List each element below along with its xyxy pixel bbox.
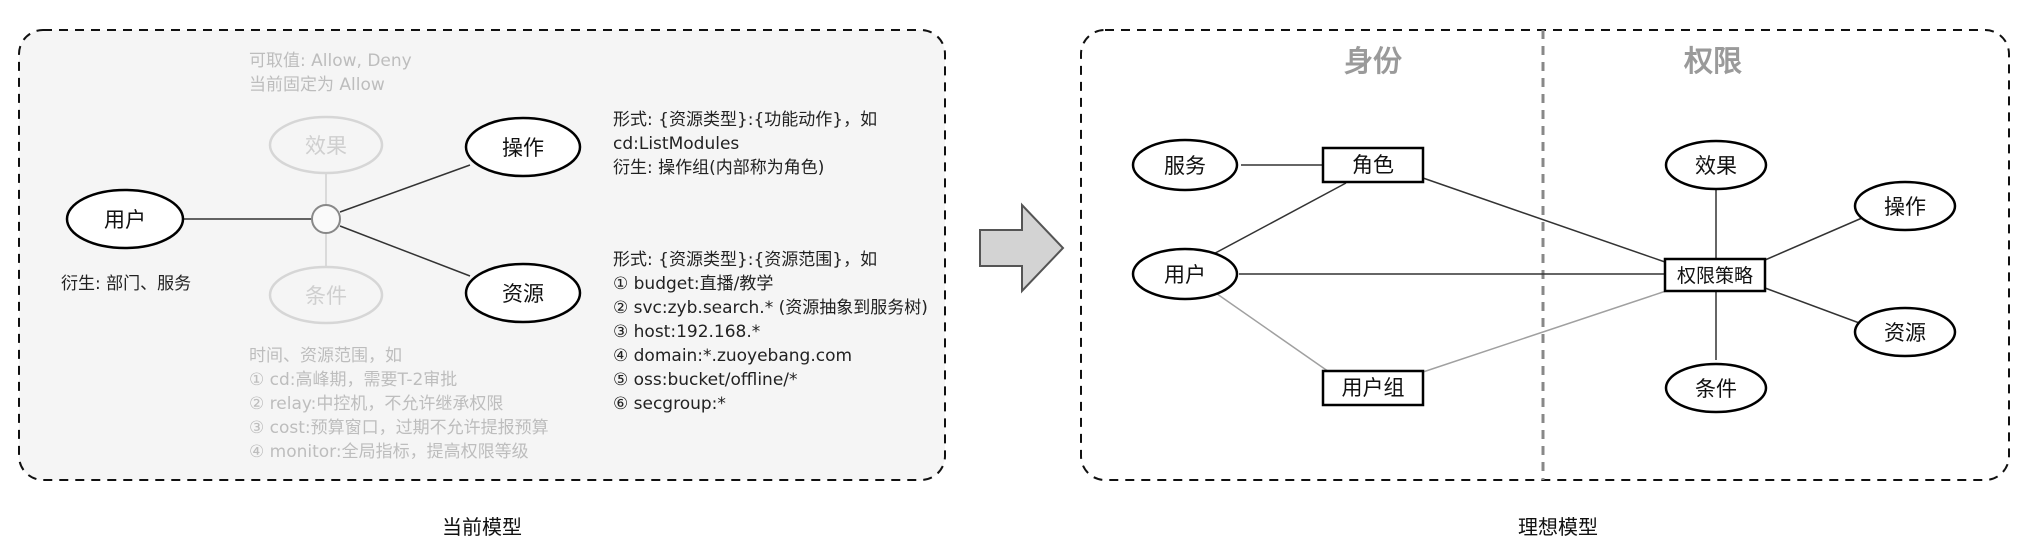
current-model-caption: 当前模型 (442, 515, 522, 539)
edge-usergroup-policy (1422, 289, 1670, 373)
ideal-model-edges (1205, 164, 1863, 360)
ideal-role-label: 角色 (1352, 153, 1394, 177)
ideal-service-label: 服务 (1164, 154, 1206, 178)
edge-policy-resource (1764, 287, 1863, 325)
ideal-service-node: 服务 (1131, 138, 1239, 192)
edge-user-usergroup (1209, 288, 1333, 375)
ideal-user-label: 用户 (1164, 263, 1206, 287)
ideal-usergroup-label: 用户组 (1342, 376, 1405, 400)
action-note-line-3: 衍生: 操作组(内部称为角色) (613, 158, 824, 178)
current-resource-label: 资源 (502, 282, 544, 306)
identity-heading: 身份 (1344, 44, 1402, 78)
ideal-policy-node: 权限策略 (1663, 257, 1767, 293)
action-note-line-2: cd:ListModules (613, 134, 739, 154)
edge-hub-resource (339, 225, 471, 277)
ideal-user-node: 用户 (1131, 247, 1239, 301)
current-effect-label: 效果 (305, 134, 347, 158)
ideal-usergroup-node: 用户组 (1321, 369, 1425, 407)
edge-role-policy (1422, 177, 1666, 263)
ideal-resource-label: 资源 (1884, 321, 1926, 345)
current-model-panel (18, 29, 946, 481)
condition-note-line-3: ② relay:中控机，不允许继承权限 (249, 394, 503, 414)
current-condition-node: 条件 (268, 265, 384, 325)
ideal-resource-node: 资源 (1853, 306, 1957, 358)
resource-note-line-2: ① budget:直播/教学 (613, 274, 773, 294)
resource-note-line-3: ② svc:zyb.search.* (资源抽象到服务树) (613, 298, 928, 318)
current-user-node: 用户 (65, 188, 185, 250)
ideal-action-label: 操作 (1884, 195, 1926, 219)
ideal-model-faint-edges (1209, 288, 1670, 375)
hub-node (311, 204, 341, 234)
current-action-node: 操作 (464, 116, 582, 178)
ideal-model-caption: 理想模型 (1518, 515, 1598, 539)
user-note: 衍生: 部门、服务 (61, 274, 191, 294)
resource-note-line-1: 形式: {资源类型}:{资源范围}，如 (613, 250, 877, 270)
condition-note-line-2: ① cd:高峰期，需要T-2审批 (249, 370, 457, 390)
edge-hub-action (339, 164, 471, 213)
current-action-label: 操作 (502, 136, 544, 160)
current-user-label: 用户 (104, 208, 146, 232)
condition-note-line-4: ③ cost:预算窗口，过期不允许提报预算 (249, 418, 549, 438)
resource-note-line-6: ⑤ oss:bucket/offline/* (613, 370, 798, 390)
edge-user-role (1205, 182, 1347, 259)
current-effect-node: 效果 (268, 115, 384, 175)
action-note-line-1: 形式: {资源类型}:{功能动作}，如 (613, 110, 877, 130)
ideal-condition-label: 条件 (1695, 377, 1737, 401)
ideal-policy-label: 权限策略 (1677, 265, 1753, 287)
current-condition-label: 条件 (305, 284, 347, 308)
ideal-effect-label: 效果 (1695, 154, 1737, 178)
condition-note-line-5: ④ monitor:全局指标，提高权限等级 (249, 442, 529, 462)
transition-arrow (979, 202, 1065, 294)
resource-note-line-5: ④ domain:*.zuoyebang.com (613, 346, 852, 366)
ideal-effect-node: 效果 (1664, 139, 1768, 191)
resource-note-line-7: ⑥ secgroup:* (613, 394, 726, 414)
current-resource-node: 资源 (464, 262, 582, 324)
edge-policy-action (1764, 217, 1863, 261)
ideal-role-node: 角色 (1321, 146, 1425, 184)
ideal-model-panel (1080, 29, 2010, 481)
effect-note-line-2: 当前固定为 Allow (249, 75, 385, 95)
effect-note-line-1: 可取值: Allow, Deny (249, 51, 412, 71)
resource-note-line-4: ③ host:192.168.* (613, 322, 760, 342)
ideal-action-node: 操作 (1853, 180, 1957, 232)
current-model-edges (183, 164, 471, 277)
condition-note-line-1: 时间、资源范围，如 (249, 346, 402, 366)
permission-heading: 权限 (1683, 44, 1742, 78)
ideal-condition-node: 条件 (1664, 362, 1768, 414)
